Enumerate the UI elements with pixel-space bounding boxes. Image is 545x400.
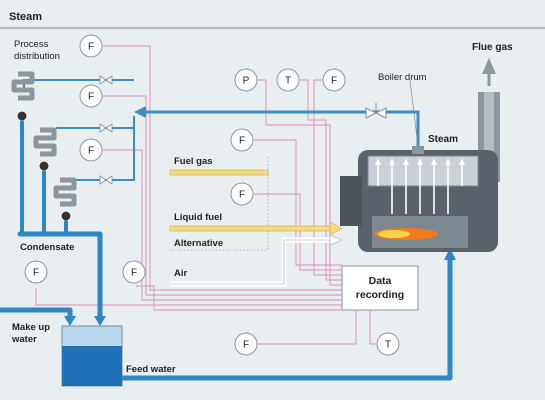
instrument-letter: F (131, 268, 137, 279)
water-lines (0, 120, 456, 381)
label-process-distribution-2: distribution (14, 51, 60, 62)
steam-arrow (134, 106, 146, 118)
label-boiler-drum: Boiler drum (378, 72, 427, 83)
instrument-flow-feedwater: F (234, 332, 258, 356)
instrument-letter: T (285, 76, 291, 87)
boiler-drum-leader (409, 79, 419, 147)
instrument-flow-process-1: F (79, 34, 103, 58)
instrument-letter: F (88, 92, 94, 103)
instrument-letter: T (385, 340, 391, 351)
instrument-letter: F (239, 136, 245, 147)
instrument-letter: F (33, 268, 39, 279)
instrument-letter: F (331, 76, 337, 87)
data-recording-line-2: recording (356, 289, 404, 301)
label-flue-gas: Flue gas (472, 42, 513, 53)
label-liquid-fuel: Liquid fuel (174, 212, 222, 223)
valves (99, 75, 387, 185)
instrument-letter: F (88, 146, 94, 157)
instrument-letter: F (239, 190, 245, 201)
label-make-up-water-1: Make up (12, 322, 50, 333)
process-heat-exchangers (11, 71, 77, 207)
instrument-flow-process-3: F (79, 138, 103, 162)
label-feed-water: Feed water (126, 364, 176, 375)
instrument-letter: F (243, 340, 249, 351)
instrument-flow-liquid-fuel: F (230, 182, 254, 206)
instrument-flow-fuel-gas: F (230, 128, 254, 152)
boiler-drum (412, 146, 424, 154)
label-steam: Steam (428, 134, 458, 145)
label-make-up-water-2: water (11, 334, 37, 345)
label-condensate: Condensate (20, 242, 74, 253)
fuel-lines (169, 169, 343, 287)
diagram-title: Steam (9, 11, 42, 23)
boiler (340, 58, 500, 252)
instrument-flow-steam: F (322, 68, 346, 92)
data-recording-line-1: Data (369, 275, 392, 287)
instrument-flow-process-2: F (79, 84, 103, 108)
data-recording-box: Data recording (341, 265, 419, 311)
instrument-pressure-steam: P (234, 68, 258, 92)
label-fuel-gas: Fuel gas (174, 156, 213, 167)
flue-gas-arrow (482, 58, 496, 74)
instrument-letter: F (88, 42, 94, 53)
instrument-temperature-steam: T (276, 68, 300, 92)
label-process-distribution-1: Process (14, 39, 49, 50)
instrument-temperature-feedwater: T (376, 332, 400, 356)
label-alternative: Alternative (174, 238, 223, 249)
instrument-flow-makeup: F (122, 260, 146, 284)
steam-traps (16, 110, 72, 222)
feed-water-tank (61, 325, 123, 387)
instrument-letter: P (243, 76, 250, 87)
label-air: Air (174, 268, 188, 279)
signal-lines (35, 45, 376, 345)
instrument-flow-condensate: F (24, 260, 48, 284)
